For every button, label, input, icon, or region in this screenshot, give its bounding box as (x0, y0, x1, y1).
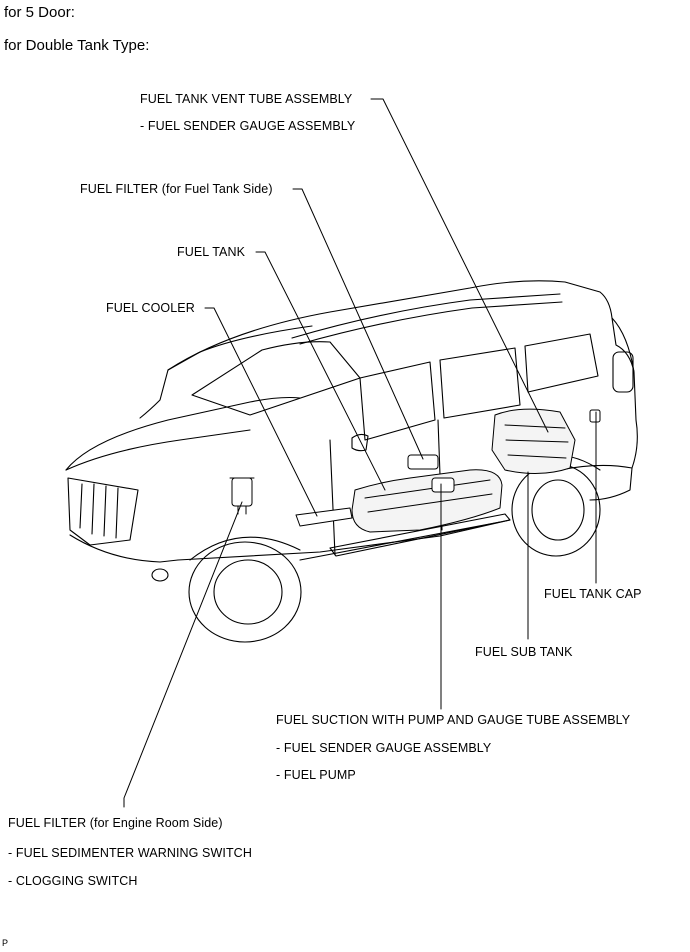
label-sedimenter-warning-switch: - FUEL SEDIMENTER WARNING SWITCH (8, 846, 252, 860)
vehicle-body (65, 280, 638, 643)
label-fuel-tank-cap: FUEL TANK CAP (544, 587, 642, 601)
label-suction-sender-gauge: - FUEL SENDER GAUGE ASSEMBLY (276, 741, 492, 755)
leader-lines (123, 98, 597, 808)
label-fuel-cooler: FUEL COOLER (106, 301, 195, 315)
header-line-door: for 5 Door: (4, 4, 75, 21)
label-fuel-tank-vent-tube-assembly: FUEL TANK VENT TUBE ASSEMBLY (140, 92, 353, 106)
label-fuel-filter-tank-side: FUEL FILTER (for Fuel Tank Side) (80, 182, 273, 196)
fuel-components (229, 408, 601, 533)
label-clogging-switch: - CLOGGING SWITCH (8, 874, 138, 888)
label-vent-tube-sender-gauge: - FUEL SENDER GAUGE ASSEMBLY (140, 119, 356, 133)
header-line-tank-type: for Double Tank Type: (4, 37, 150, 54)
label-fuel-sub-tank: FUEL SUB TANK (475, 645, 573, 659)
illustration-code: P (2, 938, 9, 948)
label-suction-fuel-pump: - FUEL PUMP (276, 768, 356, 782)
label-fuel-suction-assembly: FUEL SUCTION WITH PUMP AND GAUGE TUBE AS… (276, 713, 631, 727)
label-fuel-tank: FUEL TANK (177, 245, 246, 259)
label-fuel-filter-engine-room: FUEL FILTER (for Engine Room Side) (8, 816, 223, 830)
